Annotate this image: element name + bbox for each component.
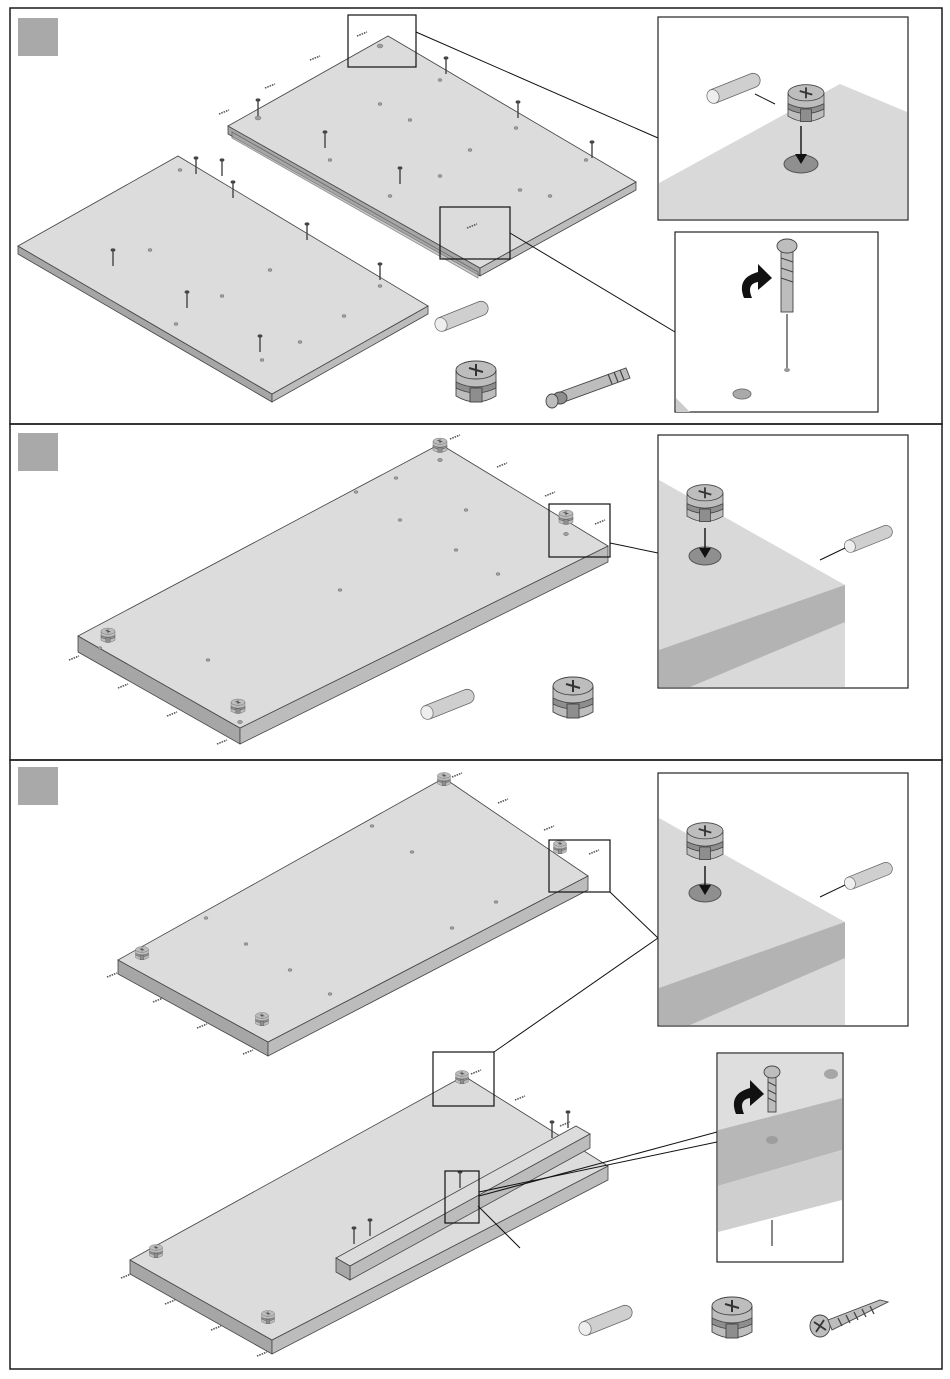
- step-3-inset-cam: [658, 773, 908, 1026]
- wood-screw-part: [810, 1300, 888, 1337]
- step-1-inset-bolt: [675, 232, 878, 412]
- cam-bolt-part: [546, 368, 630, 408]
- step-3-section: [10, 760, 942, 1369]
- cam-lock-part-2: [553, 677, 593, 718]
- wooden-dowel-part: [433, 301, 488, 333]
- wooden-dowel-part-2: [419, 689, 474, 721]
- step-3-inset-screw: [717, 1053, 843, 1262]
- step-1-inset-cam: [658, 17, 908, 220]
- step-3-badge: [18, 767, 58, 805]
- step-1-section: [10, 8, 942, 424]
- step-1-badge: [18, 18, 58, 56]
- step-2-inset: [658, 435, 908, 688]
- step-2-section: [10, 424, 942, 760]
- long-panel: [78, 444, 608, 744]
- step-3-upper-panel: [107, 773, 599, 1056]
- cam-lock-part: [456, 361, 496, 402]
- step-2-badge: [18, 433, 58, 471]
- step-3-lower-panel: [121, 1070, 608, 1356]
- wooden-dowel-part-3: [577, 1305, 632, 1337]
- cam-lock-part-3: [712, 1297, 752, 1338]
